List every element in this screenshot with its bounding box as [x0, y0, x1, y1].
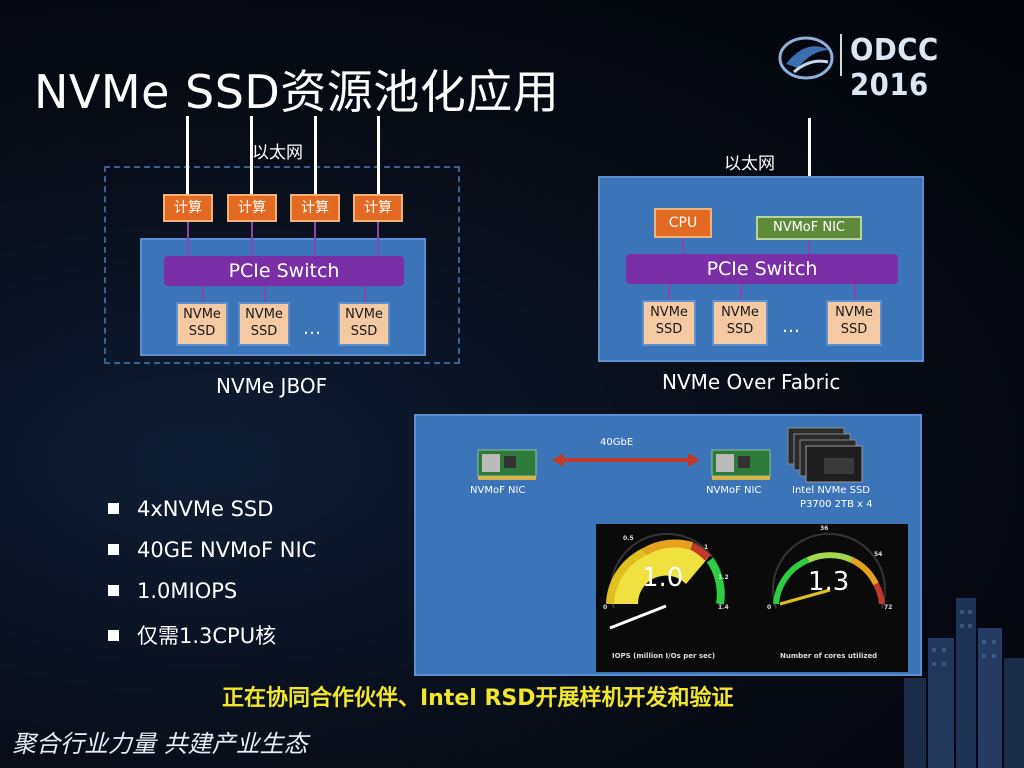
- jbof-ethernet-line: [377, 116, 380, 198]
- nvmeof-nvme-ssd: NVMe SSD: [712, 300, 768, 346]
- jbof-pcie-switch: PCIe Switch: [164, 256, 404, 286]
- jbof-dashed-boundary: [104, 166, 460, 364]
- bullet-square-icon: [108, 543, 119, 555]
- ssd-stack-icon: [787, 427, 863, 483]
- jbof-connector: [187, 222, 189, 256]
- cores-tick: 54: [874, 551, 883, 558]
- nvmeof-nvme-ssd: NVMe SSD: [826, 300, 882, 346]
- ssd-label-line1: Intel NVMe SSD: [792, 485, 870, 496]
- city-skyline-decoration: [904, 598, 1024, 768]
- iops-tick: 1: [704, 544, 709, 551]
- iops-tick: 0.5: [623, 535, 634, 542]
- jbof-nvme-ssd: NVMe SSD: [238, 302, 290, 346]
- jbof-compute-node: 计算: [353, 194, 403, 222]
- jbof-connector: [251, 222, 253, 256]
- nvmeof-nic: NVMoF NIC: [756, 216, 862, 240]
- cores-gauge-caption: Number of cores utilized: [780, 652, 878, 660]
- bullet-text: 40GE NVMoF NIC: [137, 538, 317, 562]
- odcc-logo-text: ODCC 2016: [850, 33, 939, 103]
- nvmeof-nvme-ssd: NVMe SSD: [642, 300, 696, 346]
- nvmeof-cpu: CPU: [654, 208, 712, 238]
- nvmeof-ellipsis: …: [782, 316, 800, 337]
- bullet-item: 4xNVMe SSD: [108, 497, 273, 521]
- cores-gauge-value: 1.3: [808, 567, 850, 597]
- iops-tick: 1.4: [718, 604, 729, 611]
- jbof-compute-node: 计算: [163, 194, 213, 222]
- slide-title: NVMe SSD资源池化应用: [34, 65, 560, 119]
- jbof-connector: [314, 222, 316, 256]
- jbof-compute-node: 计算: [227, 194, 277, 222]
- bullet-item: 仅需1.3CPU核: [108, 620, 276, 650]
- jbof-ethernet-line: [186, 116, 189, 198]
- jbof-ellipsis: …: [303, 318, 321, 339]
- partner-banner: 正在协同合作伙伴、Intel RSD开展样机开发和验证: [222, 686, 734, 711]
- iops-gauge-value: 1.0: [642, 563, 684, 593]
- jbof-connector: [202, 286, 204, 302]
- jbof-ethernet-line: [250, 116, 253, 198]
- bullet-square-icon: [108, 502, 119, 514]
- jbof-nvme-ssd: NVMe SSD: [176, 302, 228, 346]
- nic-card-icon: [477, 449, 537, 480]
- iops-tick: 0: [603, 604, 608, 611]
- bullet-item: 40GE NVMoF NIC: [108, 538, 316, 562]
- gauge-dials: [606, 532, 886, 630]
- logo-divider: [840, 34, 842, 76]
- cores-tick: 0: [767, 604, 772, 611]
- nvmeof-connector: [668, 284, 670, 300]
- nvmeof-ethernet-line: [808, 118, 811, 220]
- nvmeof-caption: NVMe Over Fabric: [662, 370, 841, 394]
- bullet-text: 4xNVMe SSD: [137, 497, 274, 521]
- nvmeof-connector: [740, 284, 742, 300]
- nvmeof-connector: [808, 240, 810, 254]
- iops-gauge-caption: IOPS (million I/Os per sec): [612, 652, 716, 660]
- nic-card-icon: [711, 449, 771, 480]
- cores-tick: 72: [884, 604, 893, 611]
- ssd-label-line2: P3700 2TB x 4: [800, 499, 873, 510]
- iops-tick: 1.2: [718, 574, 729, 581]
- link-speed-label: 40GbE: [600, 437, 634, 448]
- bullet-item: 1.0MIOPS: [108, 579, 237, 603]
- bullet-square-icon: [108, 629, 119, 641]
- jbof-connector: [364, 286, 366, 302]
- jbof-connector: [264, 286, 266, 302]
- bullet-text: 仅需1.3CPU核: [137, 624, 277, 648]
- jbof-nvme-ssd: NVMe SSD: [338, 302, 390, 346]
- jbof-ethernet-label: 以太网: [252, 143, 303, 163]
- left-nic-label: NVMoF NIC: [470, 485, 526, 496]
- jbof-ethernet-line: [314, 116, 317, 198]
- cores-tick: 36: [820, 525, 829, 532]
- jbof-compute-node: 计算: [290, 194, 340, 222]
- bullet-text: 1.0MIOPS: [137, 579, 238, 603]
- jbof-caption: NVMe JBOF: [216, 374, 328, 398]
- right-nic-label: NVMoF NIC: [706, 485, 762, 496]
- footer-slogan: 聚合行业力量 共建产业生态: [12, 730, 308, 758]
- bidirectional-arrow-icon: [552, 453, 700, 467]
- odcc-emblem-icon: [778, 36, 834, 80]
- nvmeof-ethernet-label: 以太网: [724, 154, 775, 174]
- nvmeof-pcie-switch: PCIe Switch: [626, 254, 898, 284]
- bullet-square-icon: [108, 584, 119, 596]
- nvmeof-connector: [682, 238, 684, 254]
- nvmeof-connector: [854, 284, 856, 300]
- jbof-connector: [377, 222, 379, 256]
